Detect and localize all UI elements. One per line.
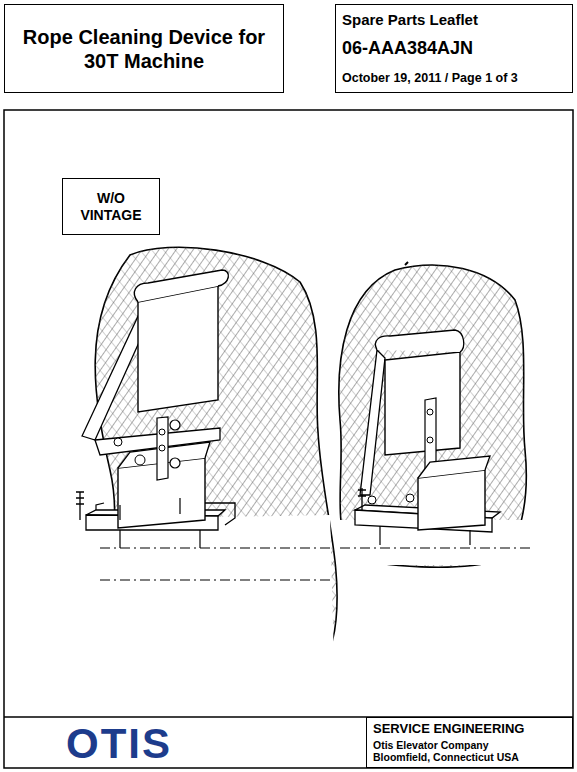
vintage-box: W/O VINTAGE	[62, 178, 160, 235]
node-text: Otis Elevator Company Bloomfield, Connec…	[373, 739, 533, 764]
left-view	[60, 247, 337, 700]
footer-box: SERVICE ENGINEERING Otis Elevator Company…	[366, 717, 573, 768]
leaflet-box: Spare Parts Leaflet 06-AAA384AJN October 1…	[335, 4, 573, 93]
node-text: Spare Parts Leaflet	[342, 11, 478, 29]
page-frame	[4, 110, 573, 768]
right-view	[339, 262, 535, 567]
title-box: Rope Cleaning Device for 30T Machine	[4, 4, 284, 93]
node-text: October 19, 2011 / Page 1 of 3	[342, 71, 518, 86]
logo-text: OTIS	[66, 720, 172, 768]
node-text: 06-AAA384AJN	[342, 38, 473, 60]
node-text: Rope Cleaning Device for 30T Machine	[19, 25, 269, 73]
node-text: W/O VINTAGE	[71, 190, 151, 224]
node-text: SERVICE ENGINEERING	[373, 721, 524, 737]
